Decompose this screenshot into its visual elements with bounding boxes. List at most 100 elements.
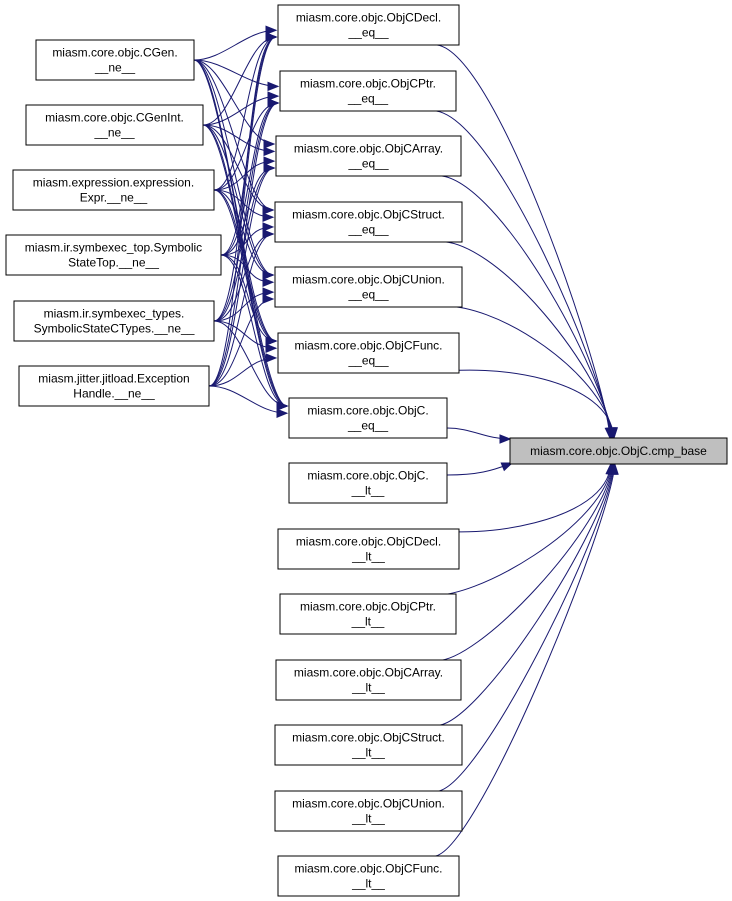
node-box — [288, 462, 448, 504]
arrowhead-symtop_ne-cfunc_eq — [265, 336, 278, 346]
node-box — [288, 397, 448, 439]
node-box — [18, 365, 210, 407]
node-root[interactable]: miasm.core.objc.ObjC.cmp_base — [509, 437, 728, 465]
arrowhead-symtop_ne-cunion_eq — [262, 277, 275, 287]
node-label-line: miasm.core.objc.ObjCFunc. — [294, 339, 442, 353]
arrowhead-symtop_ne-cstruct_eq — [262, 222, 275, 232]
arrowhead-exc_ne-cunion_eq — [262, 294, 275, 304]
node-cptr-eq[interactable]: miasm.core.objc.ObjCPtr.__eq__ — [279, 70, 457, 112]
edge-expr_ne-cdecl_eq — [213, 36, 277, 191]
node-label-line: __lt__ — [351, 812, 385, 826]
edge-cfunc_lt-root — [431, 463, 616, 857]
node-label-line: __eq__ — [347, 157, 388, 171]
node-cdecl-eq[interactable]: miasm.core.objc.ObjCDecl.__eq__ — [277, 4, 460, 46]
arrowhead-expr_ne-carray_eq — [263, 156, 276, 166]
node-label-line: miasm.jitter.jitload.Exception — [38, 372, 189, 386]
node-label-line: __ne__ — [94, 61, 135, 75]
arrowhead-cgen_ne-cptr_eq — [267, 81, 280, 92]
node-label-line: miasm.core.objc.ObjCUnion. — [292, 797, 445, 811]
node-label-line: miasm.core.objc.ObjC. — [307, 469, 428, 483]
node-label-line: miasm.core.objc.ObjCDecl. — [296, 11, 441, 25]
node-c-eq[interactable]: miasm.core.objc.ObjC.__eq__ — [288, 397, 448, 439]
node-label-line: __lt__ — [351, 681, 385, 695]
node-label-line: __lt__ — [351, 550, 385, 564]
node-box — [277, 855, 460, 897]
node-cptr-lt[interactable]: miasm.core.objc.ObjCPtr.__lt__ — [279, 593, 457, 635]
node-label-line: Handle.__ne__ — [73, 387, 155, 401]
arrowhead-symtypes_ne-cfunc_eq — [265, 343, 278, 353]
node-label-line: miasm.core.objc.ObjC. — [307, 404, 428, 418]
node-box — [275, 135, 462, 177]
node-label-line: miasm.ir.symbexec_types. — [44, 307, 185, 321]
edge-cdecl_lt-root — [431, 463, 612, 533]
node-label-line: __lt__ — [351, 484, 385, 498]
node-cunion-eq[interactable]: miasm.core.objc.ObjCUnion.__eq__ — [274, 266, 463, 308]
node-carray-eq[interactable]: miasm.core.objc.ObjCArray.__eq__ — [275, 135, 462, 177]
edge-symtop_ne-c_eq — [220, 254, 288, 407]
edge-cfunc_eq-root — [431, 369, 615, 439]
arrowhead-exc_ne-cptr_eq — [267, 98, 280, 108]
node-label-line: miasm.core.objc.CGenInt. — [45, 111, 184, 125]
edge-cunion_lt-root — [433, 463, 615, 792]
edge-cstruct_lt-root — [433, 463, 614, 726]
node-label-line: SymbolicStateCTypes.__ne__ — [34, 322, 195, 336]
node-label-line: __eq__ — [347, 419, 388, 433]
arrowhead-cfunc_lt-root — [609, 462, 619, 475]
node-box — [274, 790, 463, 832]
edge-symtop_ne-cptr_eq — [220, 102, 279, 256]
edge-cgenint_ne-cfunc_eq — [202, 124, 277, 342]
node-box — [12, 169, 215, 211]
node-box — [277, 332, 460, 374]
node-box — [274, 724, 463, 766]
edge-cgen_ne-cunion_eq — [193, 59, 274, 276]
node-cstruct-lt[interactable]: miasm.core.objc.ObjCStruct.__lt__ — [274, 724, 463, 766]
arrowhead-cgenint_ne-cptr_eq — [267, 91, 280, 101]
node-box — [277, 528, 460, 570]
edge-symtypes_ne-cdecl_eq — [213, 36, 277, 322]
node-label-line: miasm.core.objc.ObjCPtr. — [300, 600, 436, 614]
arrowhead-exc_ne-cdecl_eq — [265, 32, 278, 42]
arrowhead-exc_ne-c_eq — [276, 408, 289, 418]
arrowhead-cgenint_ne-cstruct_eq — [262, 205, 275, 215]
node-exc-ne[interactable]: miasm.jitter.jitload.ExceptionHandle.__n… — [18, 365, 210, 407]
node-expr-ne[interactable]: miasm.expression.expression.Expr.__ne__ — [12, 169, 215, 211]
node-cfunc-eq[interactable]: miasm.core.objc.ObjCFunc.__eq__ — [277, 332, 460, 374]
arrowhead-exc_ne-cstruct_eq — [262, 229, 275, 239]
node-label-line: __ne__ — [93, 126, 134, 140]
arrowhead-cfunc_eq-root — [608, 427, 619, 440]
node-label-line: Expr.__ne__ — [80, 191, 148, 205]
node-label-line: miasm.core.objc.ObjCStruct. — [292, 731, 445, 745]
node-label-line: miasm.expression.expression. — [33, 176, 194, 190]
node-label-line: miasm.core.objc.ObjCFunc. — [294, 862, 442, 876]
node-label-line: miasm.core.objc.ObjCArray. — [294, 666, 443, 680]
node-label-line: miasm.core.objc.ObjCArray. — [294, 142, 443, 156]
node-c-lt[interactable]: miasm.core.objc.ObjC.__lt__ — [288, 462, 448, 504]
node-label-line: miasm.core.objc.ObjCUnion. — [292, 273, 445, 287]
node-cunion-lt[interactable]: miasm.core.objc.ObjCUnion.__lt__ — [274, 790, 463, 832]
arrowhead-cgen_ne-carray_eq — [263, 139, 276, 149]
node-cfunc-lt[interactable]: miasm.core.objc.ObjCFunc.__lt__ — [277, 855, 460, 897]
arrowhead-c_eq-root — [499, 434, 512, 444]
node-carray-lt[interactable]: miasm.core.objc.ObjCArray.__lt__ — [275, 659, 462, 701]
node-box — [279, 593, 457, 635]
node-box — [25, 104, 204, 146]
node-cgen-ne[interactable]: miasm.core.objc.CGen.__ne__ — [35, 39, 195, 81]
node-symtop-ne[interactable]: miasm.ir.symbexec_top.SymbolicStateTop._… — [5, 234, 222, 276]
node-box — [274, 201, 463, 243]
node-box — [35, 39, 195, 81]
node-label-line: __eq__ — [347, 26, 388, 40]
arrowhead-expr_ne-cstruct_eq — [262, 212, 275, 222]
node-cstruct-eq[interactable]: miasm.core.objc.ObjCStruct.__eq__ — [274, 201, 463, 243]
edge-carray_lt-root — [433, 463, 613, 661]
edge-exc_ne-cptr_eq — [208, 102, 279, 387]
arrowhead-cgenint_ne-carray_eq — [263, 146, 276, 157]
arrowhead-symtypes_ne-cunion_eq — [262, 287, 275, 297]
node-cdecl-lt[interactable]: miasm.core.objc.ObjCDecl.__lt__ — [277, 528, 460, 570]
node-symtypes-ne[interactable]: miasm.ir.symbexec_types.SymbolicStateCTy… — [13, 300, 215, 342]
node-box — [13, 300, 215, 342]
node-box — [275, 659, 462, 701]
node-label-line: __lt__ — [351, 615, 385, 629]
node-box — [509, 437, 728, 465]
node-label-line: __eq__ — [347, 288, 388, 302]
node-cgenint-ne[interactable]: miasm.core.objc.CGenInt.__ne__ — [25, 104, 204, 146]
